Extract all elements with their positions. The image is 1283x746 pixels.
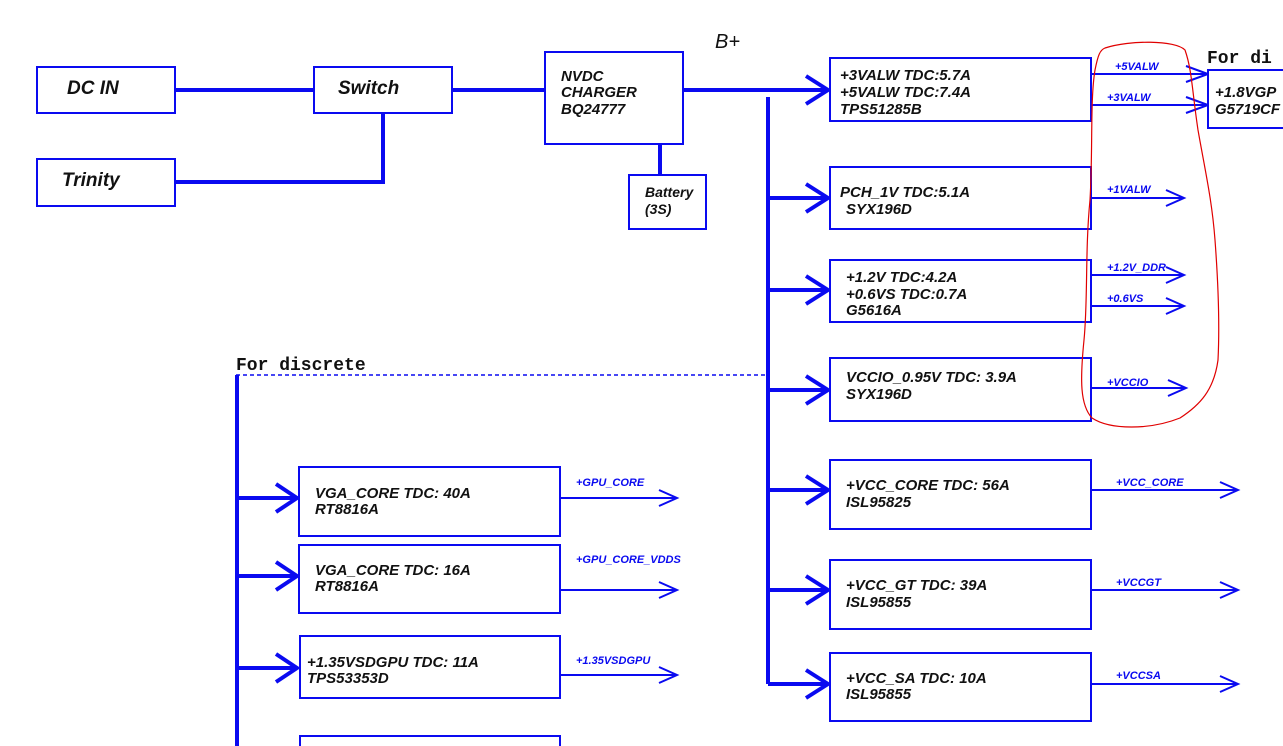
regulator-block-vcc-gt: +VCC_GT TDC: 39A ISL95855 +VCCGT	[829, 559, 1241, 630]
charger-block	[544, 51, 684, 145]
svg-text:RT8816A: RT8816A	[315, 501, 379, 518]
rail-label: +1.35VSDGPU	[576, 655, 651, 667]
rail-label: +0.6VS	[1107, 293, 1144, 305]
svg-text:VGA_CORE TDC: 40A: VGA_CORE TDC: 40A	[315, 485, 471, 502]
for-discrete-label: For discrete	[236, 356, 366, 376]
gpu-ldo-block	[1207, 69, 1283, 129]
gpu-ldo-line: +1.8VGP	[1215, 84, 1277, 101]
svg-text:+5VALW TDC:7.4A: +5VALW TDC:7.4A	[840, 84, 971, 101]
svg-text:G5616A: G5616A	[846, 302, 902, 319]
bus-branches	[768, 182, 832, 700]
svg-text:+VCC_CORE TDC: 56A: +VCC_CORE TDC: 56A	[846, 477, 1010, 494]
svg-text:PCH_1V TDC:5.1A: PCH_1V TDC:5.1A	[840, 184, 970, 201]
svg-text:SYX196D: SYX196D	[846, 386, 912, 403]
rail-label: +VCCIO	[1107, 377, 1149, 389]
regulator-block-vcc-core: +VCC_CORE TDC: 56A ISL95825 +VCC_CORE	[829, 459, 1241, 530]
rail-label: +1VALW	[1107, 184, 1152, 196]
switch-label: Switch	[338, 78, 399, 99]
battery-line: (3S)	[645, 201, 672, 217]
bus-arrow-icon	[804, 74, 832, 106]
regulator-block-1v2: +1.2V TDC:4.2A +0.6VS TDC:0.7A G5616A +1…	[829, 259, 1187, 323]
svg-text:VGA_CORE TDC: 16A: VGA_CORE TDC: 16A	[315, 562, 471, 579]
regulator-block-3valw-5valw: +3VALW TDC:5.7A +5VALW TDC:7.4A TPS51285…	[829, 57, 1211, 122]
svg-text:SYX196D: SYX196D	[846, 201, 912, 218]
rail-label: +VCCGT	[1116, 577, 1162, 589]
regulator-block-vccio: VCCIO_0.95V TDC: 3.9A SYX196D +VCCIO	[829, 357, 1189, 422]
trinity-label: Trinity	[62, 170, 121, 191]
rail-label: +GPU_CORE_VDDS	[576, 554, 682, 566]
svg-text:ISL95855: ISL95855	[846, 686, 912, 703]
dc-in-label: DC IN	[67, 78, 120, 99]
svg-text:+0.6VS TDC:0.7A: +0.6VS TDC:0.7A	[846, 286, 967, 303]
gpu-ldo-line: G5719CF	[1215, 101, 1281, 118]
discrete-branches	[237, 482, 301, 684]
svg-text:TPS51285B: TPS51285B	[840, 101, 922, 118]
svg-text:+1.35VSDGPU TDC: 11A: +1.35VSDGPU TDC: 11A	[307, 654, 479, 671]
rail-label: +GPU_CORE	[576, 477, 645, 489]
svg-text:VCCIO_0.95V TDC: 3.9A: VCCIO_0.95V TDC: 3.9A	[846, 369, 1017, 386]
svg-text:ISL95825: ISL95825	[846, 494, 912, 511]
trinity-to-switch-wire	[175, 113, 385, 184]
battery-block	[628, 174, 707, 230]
battery-line: Battery	[645, 184, 694, 200]
charger-line: CHARGER	[561, 84, 637, 101]
svg-text:TPS53353D: TPS53353D	[307, 670, 389, 687]
gpu-block-vga-core-40a: VGA_CORE TDC: 40A RT8816A +GPU_CORE	[298, 466, 680, 537]
for-discrete-label-right: For di	[1207, 49, 1272, 69]
rail-label: +1.2V_DDR	[1107, 262, 1166, 274]
charger-line: BQ24777	[561, 101, 626, 118]
svg-text:+VCC_GT TDC: 39A: +VCC_GT TDC: 39A	[846, 577, 987, 594]
rail-label: +VCCSA	[1116, 670, 1161, 682]
svg-text:+VCC_SA TDC: 10A: +VCC_SA TDC: 10A	[846, 670, 987, 687]
regulator-block-pch-1v: PCH_1V TDC:5.1A SYX196D +1VALW	[829, 166, 1187, 230]
svg-text:RT8816A: RT8816A	[315, 578, 379, 595]
rail-label: +3VALW	[1107, 92, 1152, 104]
red-annotation-outline	[1081, 41, 1220, 428]
rail-label: +VCC_CORE	[1116, 477, 1184, 489]
bplus-label: B+	[715, 31, 740, 53]
rail-label: +5VALW	[1115, 61, 1160, 73]
charger-line: NVDC	[561, 68, 605, 85]
gpu-block-cutoff	[299, 735, 561, 746]
svg-text:+1.2V TDC:4.2A: +1.2V TDC:4.2A	[846, 269, 957, 286]
regulator-block-vcc-sa: +VCC_SA TDC: 10A ISL95855 +VCCSA	[829, 652, 1241, 722]
gpu-block-vga-core-16a: VGA_CORE TDC: 16A RT8816A +GPU_CORE_VDDS	[298, 544, 682, 614]
dc-in-block	[36, 66, 176, 114]
svg-text:ISL95855: ISL95855	[846, 594, 912, 611]
svg-text:+3VALW TDC:5.7A: +3VALW TDC:5.7A	[840, 67, 971, 84]
trinity-block	[36, 158, 176, 207]
gpu-block-1v35: +1.35VSDGPU TDC: 11A TPS53353D +1.35VSDG…	[299, 635, 680, 699]
